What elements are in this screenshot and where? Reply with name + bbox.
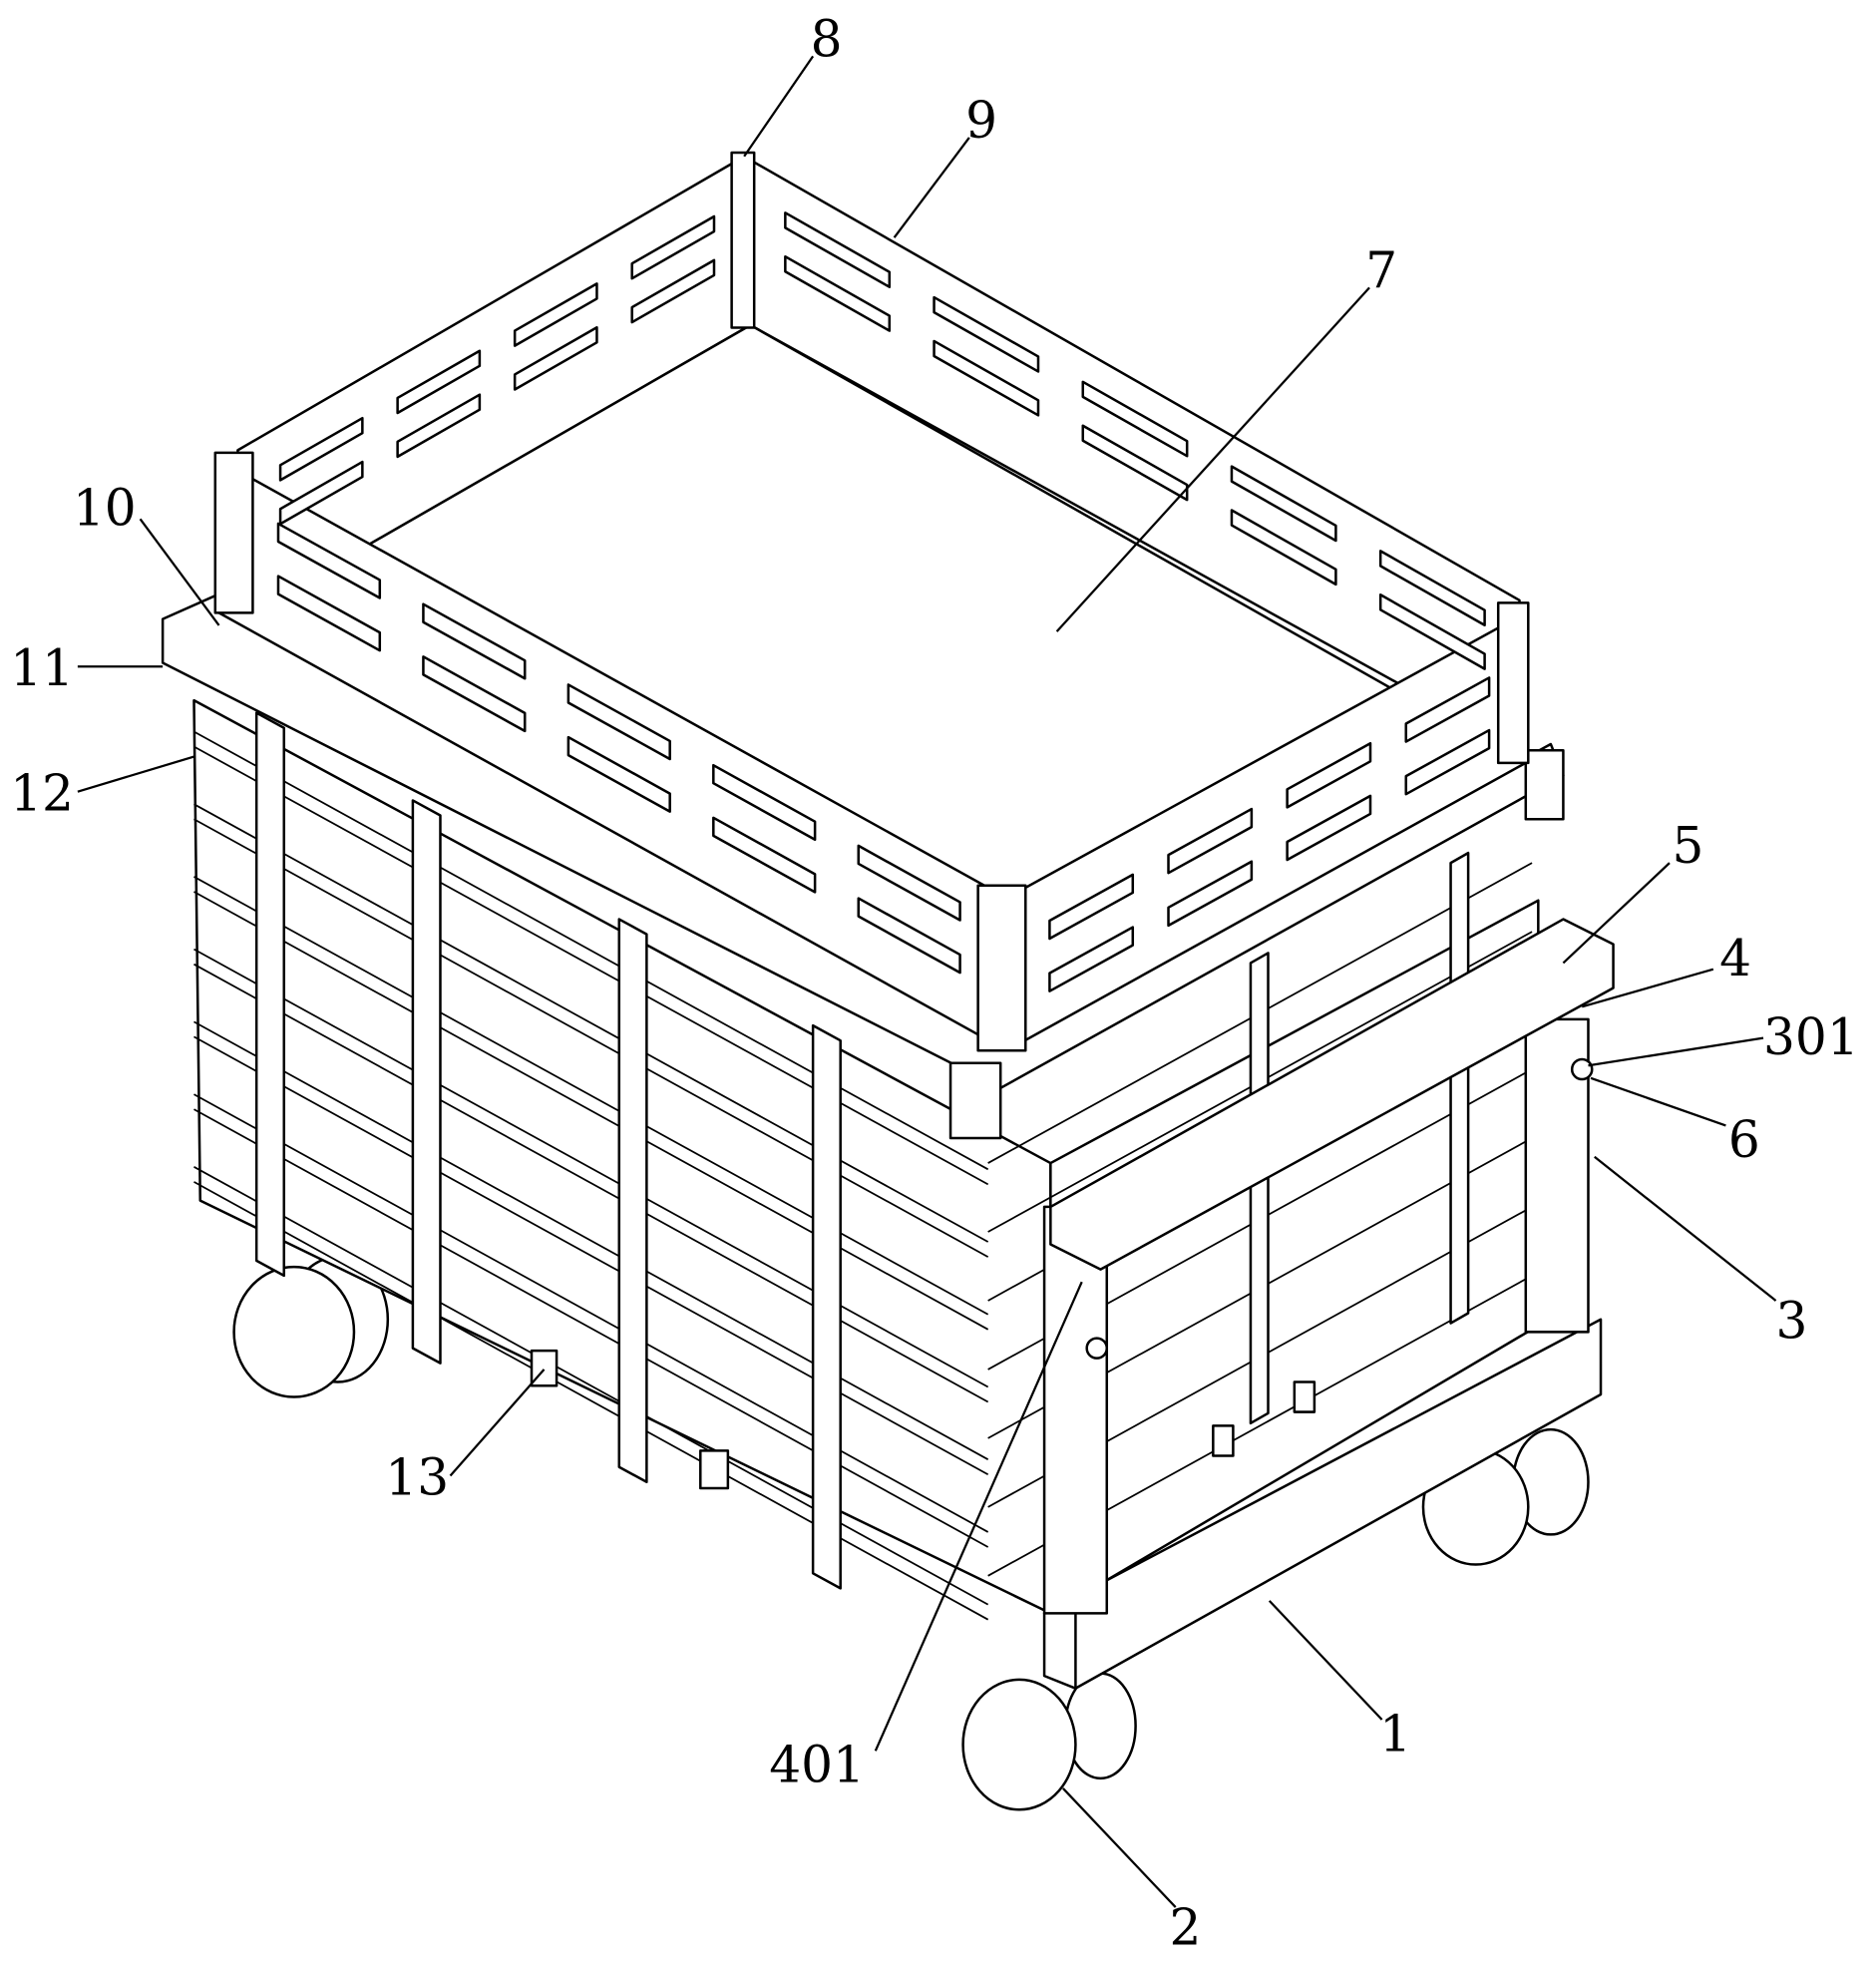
corner-post [732,153,755,328]
label-8: 8 [811,9,843,68]
wheel [234,1267,354,1396]
pin [1087,1339,1107,1359]
corner-post [978,886,1026,1051]
label-401: 401 [769,1736,865,1794]
corner-post [215,453,253,612]
vertical-strut [256,713,284,1276]
label-10: 10 [73,479,137,538]
vertical-strut [619,920,647,1482]
latch [1213,1425,1233,1455]
latch [700,1450,728,1488]
corner-post [1498,602,1528,762]
label-301: 301 [1763,1007,1859,1066]
label-12: 12 [10,763,74,822]
label-2: 2 [1169,1898,1201,1957]
pin [1572,1059,1592,1079]
label-9: 9 [965,91,997,150]
vertical-strut [413,800,441,1363]
label-3: 3 [1776,1292,1808,1351]
label-7: 7 [1365,240,1397,299]
label-4: 4 [1719,929,1751,987]
latch [1295,1381,1314,1411]
label-1: 1 [1379,1704,1411,1763]
label-11: 11 [10,638,74,697]
vertical-strut [1251,953,1269,1422]
label-6: 6 [1728,1110,1760,1169]
label-13: 13 [385,1447,449,1506]
vertical-strut [813,1025,841,1588]
plate-leg [950,1063,1000,1138]
plate-leg [1526,750,1564,819]
vertical-strut [1451,853,1469,1323]
wheel [963,1680,1076,1809]
label-5: 5 [1672,816,1703,875]
